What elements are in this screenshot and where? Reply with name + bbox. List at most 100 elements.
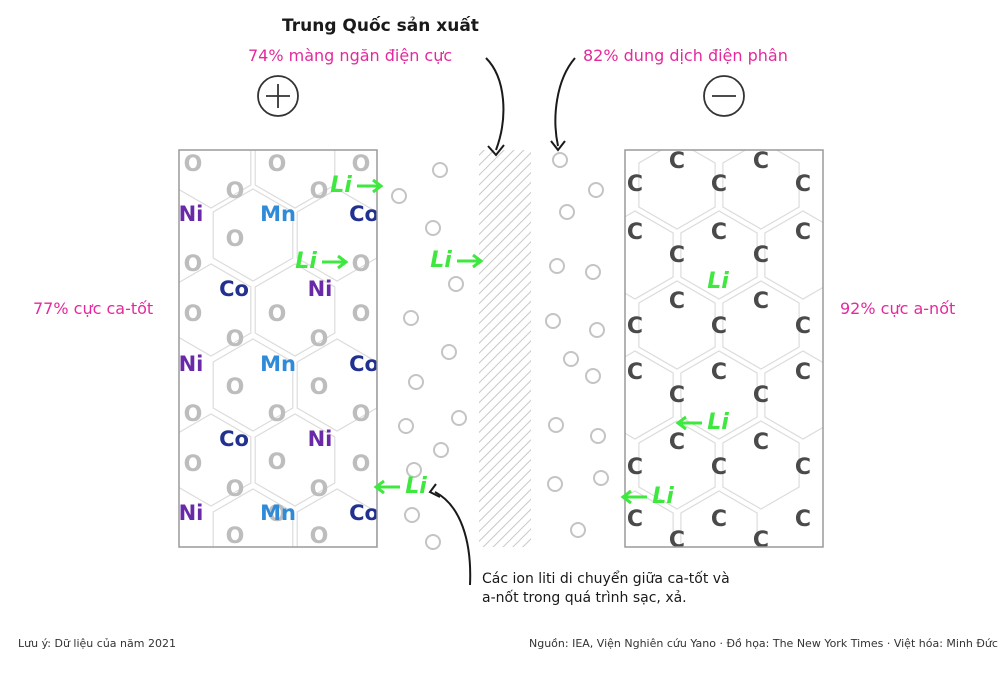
separator-membrane — [479, 150, 531, 547]
oxygen-atom: O — [352, 302, 371, 327]
footer-note: Lưu ý: Dữ liệu của năm 2021 — [18, 637, 176, 650]
lithium-ion: Li — [675, 410, 729, 435]
oxygen-atom: O — [352, 452, 371, 477]
carbon-atom: C — [669, 430, 685, 455]
carbon-atom: C — [795, 172, 811, 197]
electrolyte-particle — [404, 507, 420, 523]
anode-label: 92% cực a-nốt — [840, 299, 956, 318]
cobalt-atom: Co — [349, 501, 379, 525]
oxygen-atom: O — [226, 327, 245, 352]
carbon-atom: C — [795, 360, 811, 385]
oxygen-atom: O — [184, 152, 203, 177]
carbon-atom: C — [795, 455, 811, 480]
electrolyte-particle — [391, 188, 407, 204]
lithium-label: Li — [295, 249, 317, 274]
lithium-label: Li — [330, 173, 352, 198]
carbon-atom: C — [669, 149, 685, 174]
oxygen-atom: O — [226, 524, 245, 549]
lithium-ion: Li — [373, 474, 427, 499]
electrolyte-particle — [441, 344, 457, 360]
carbon-atom: C — [627, 172, 643, 197]
pointer-arrows — [428, 57, 576, 586]
oxygen-atom: O — [184, 402, 203, 427]
nickel-atom: Ni — [308, 427, 333, 451]
electrolyte-particle — [570, 522, 586, 538]
electrolyte-particle — [545, 313, 561, 329]
carbon-atom: C — [753, 528, 769, 553]
electrolyte-particle — [448, 276, 464, 292]
lithium-ion: Li — [620, 484, 674, 509]
lithium-label: Li — [405, 474, 427, 499]
cobalt-atom: Co — [349, 352, 379, 376]
carbon-atom: C — [753, 430, 769, 455]
electrolyte-particle — [433, 442, 449, 458]
lithium-ion: Li — [295, 249, 349, 274]
electrolyte-particle — [593, 470, 609, 486]
oxygen-atom: O — [268, 450, 287, 475]
carbon-atom: C — [711, 455, 727, 480]
electrolyte-particle — [425, 220, 441, 236]
carbon-atom: C — [711, 507, 727, 532]
caption-line-1: Các ion liti di chuyển giữa ca-tốt và — [482, 571, 730, 587]
carbon-atom: C — [753, 243, 769, 268]
manganese-atom: Mn — [260, 501, 296, 525]
oxygen-atom: O — [310, 477, 329, 502]
carbon-atom: C — [753, 149, 769, 174]
oxygen-atom: O — [268, 302, 287, 327]
oxygen-atom: O — [352, 402, 371, 427]
lithium-label: Li — [707, 410, 729, 435]
footer-credits: Nguồn: IEA, Viện Nghiên cứu Yano · Đồ họ… — [529, 637, 998, 650]
carbon-atom: C — [669, 383, 685, 408]
oxygen-atom: O — [310, 524, 329, 549]
oxygen-atom: O — [226, 375, 245, 400]
carbon-atom: C — [711, 360, 727, 385]
separator-label: 74% màng ngăn điện cực — [248, 46, 453, 65]
oxygen-atom: O — [184, 302, 203, 327]
carbon-atom: C — [795, 220, 811, 245]
oxygen-atom: O — [310, 179, 329, 204]
oxygen-atom: O — [226, 227, 245, 252]
lithium-ion: Li — [430, 248, 484, 273]
electrolyte-pointer-arrow — [554, 57, 576, 147]
separator-pointer-arrow — [485, 57, 505, 151]
carbon-atom: C — [753, 289, 769, 314]
electrolyte-particle — [451, 410, 467, 426]
plus-circle-icon — [257, 75, 299, 117]
carbon-atom: C — [795, 314, 811, 339]
oxygen-atom: O — [352, 252, 371, 277]
nickel-atom: Ni — [179, 501, 204, 525]
carbon-atom: C — [753, 383, 769, 408]
oxygen-atom: O — [268, 402, 287, 427]
electrolyte-particle — [563, 351, 579, 367]
electrolyte-particle — [406, 462, 422, 478]
electrolyte-particle — [552, 152, 568, 168]
carbon-atom: C — [627, 507, 643, 532]
caption-line-2: a-nốt trong quá trình sạc, xả. — [482, 590, 687, 606]
manganese-atom: Mn — [260, 202, 296, 226]
lithium-label: Li — [430, 248, 452, 273]
carbon-atom: C — [795, 507, 811, 532]
oxygen-atom: O — [184, 252, 203, 277]
oxygen-atom: O — [310, 327, 329, 352]
cobalt-atom: Co — [219, 277, 249, 301]
carbon-atom: C — [627, 455, 643, 480]
electrolyte-particle — [589, 322, 605, 338]
electrolyte-particle — [398, 418, 414, 434]
manganese-atom: Mn — [260, 352, 296, 376]
electrolyte-particle — [408, 374, 424, 390]
electrolyte-particle — [432, 162, 448, 178]
oxygen-atom: O — [310, 375, 329, 400]
carbon-atom: C — [669, 289, 685, 314]
oxygen-atom: O — [226, 477, 245, 502]
nickel-atom: Ni — [179, 202, 204, 226]
electrolyte-label: 82% dung dịch điện phân — [583, 46, 788, 65]
cathode-label: 77% cực ca-tốt — [33, 299, 154, 318]
cobalt-atom: Co — [219, 427, 249, 451]
carbon-atom: C — [669, 243, 685, 268]
oxygen-atom: O — [268, 502, 287, 527]
oxygen-atom: O — [184, 452, 203, 477]
carbon-atom: C — [627, 220, 643, 245]
